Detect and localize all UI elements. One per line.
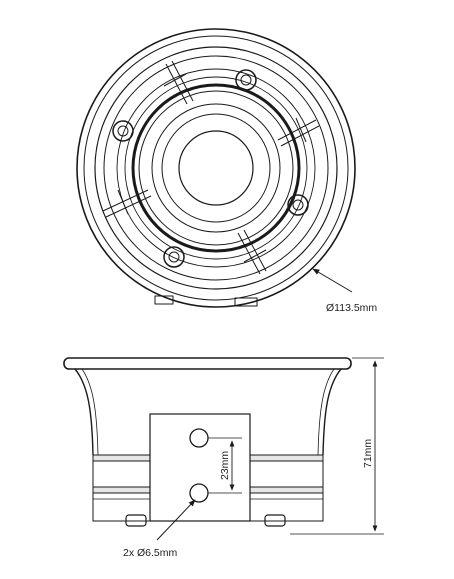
clip-bracket-left xyxy=(102,189,152,218)
screw-hole-right xyxy=(287,194,309,216)
screw-hole-top-right xyxy=(235,69,257,91)
flange-inner-ring xyxy=(103,55,329,281)
foot-left xyxy=(125,514,147,527)
base-tab-right xyxy=(234,297,258,307)
outer-rim-inner-ring xyxy=(83,35,349,301)
side-rim xyxy=(63,357,352,370)
lens-ring xyxy=(151,103,281,233)
flange-ring xyxy=(94,46,338,290)
lens-inner-ring xyxy=(161,113,271,223)
clip-bracket-bottom xyxy=(237,229,267,275)
height-label: 71mm xyxy=(362,439,374,468)
holes-label: 2x Ø6.5mm xyxy=(123,547,178,559)
holes-leader xyxy=(156,499,196,541)
foot-right xyxy=(264,514,286,527)
mounting-circle-inner xyxy=(124,76,308,260)
body-flare-right xyxy=(322,368,342,456)
hole-spacing-label: 23mm xyxy=(219,451,231,480)
body-flare-left xyxy=(74,368,94,456)
screw-hole-bottom xyxy=(163,246,185,268)
housing-inner-ring xyxy=(138,90,294,246)
clip-bracket-top xyxy=(163,60,194,105)
mounting-plate xyxy=(149,413,251,522)
top-view: Ø113.5mm xyxy=(76,28,377,314)
lens-center xyxy=(178,130,254,206)
outer-rim-ring xyxy=(76,28,356,308)
diameter-leader xyxy=(312,268,353,293)
housing-ring xyxy=(131,83,301,253)
screw-hole-left xyxy=(112,120,134,142)
base-tab-left xyxy=(154,295,174,305)
side-view: 23mm 2x Ø6.5mm 71mm xyxy=(63,357,384,559)
diameter-label: Ø113.5mm xyxy=(326,302,377,314)
clip-bracket-right xyxy=(277,117,320,147)
mounting-circle xyxy=(116,68,316,268)
